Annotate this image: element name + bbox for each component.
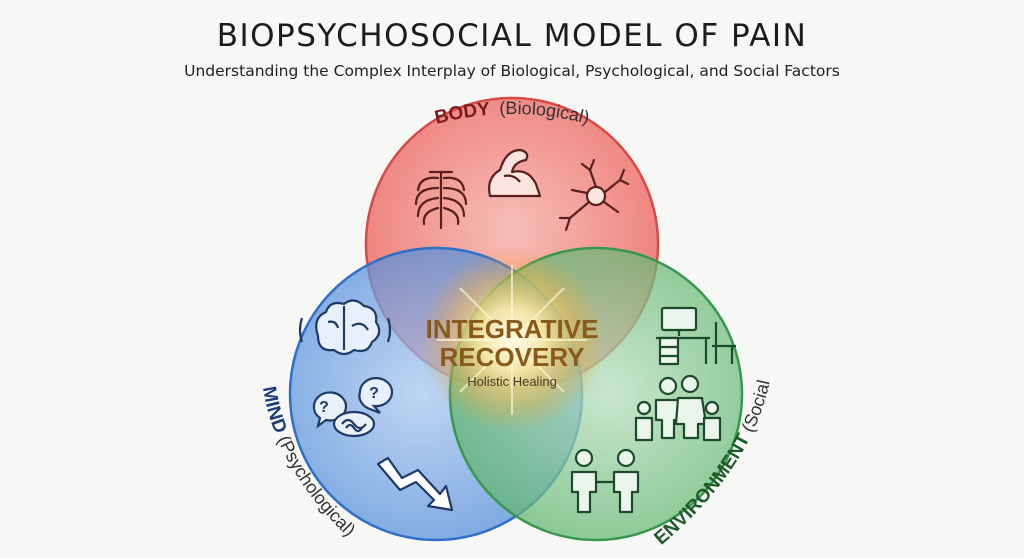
center-title-line1: INTEGRATIVE bbox=[426, 314, 599, 344]
svg-text:?: ? bbox=[369, 385, 379, 402]
page-subtitle: Understanding the Complex Interplay of B… bbox=[184, 62, 840, 80]
flexed-arm-icon bbox=[488, 148, 542, 198]
downward-zigzag-arrow-icon bbox=[376, 456, 454, 512]
svg-text:?: ? bbox=[319, 399, 329, 416]
family-icon bbox=[634, 374, 722, 442]
center-title-line2: RECOVERY bbox=[440, 342, 585, 372]
handshake-icon bbox=[570, 448, 640, 514]
brain-icon bbox=[298, 299, 392, 356]
glow-rays bbox=[437, 265, 587, 415]
page-title: BIOPSYCHOSOCIAL MODEL OF PAIN bbox=[216, 18, 808, 54]
center-caption: Holistic Healing bbox=[467, 374, 557, 389]
ribcage-icon bbox=[414, 170, 468, 230]
desk-workspace-icon bbox=[656, 306, 736, 366]
mind-label-name: MIND bbox=[258, 385, 291, 436]
neuron-icon bbox=[558, 158, 630, 232]
question-thought-bubbles-icon: ? ? bbox=[312, 377, 394, 438]
